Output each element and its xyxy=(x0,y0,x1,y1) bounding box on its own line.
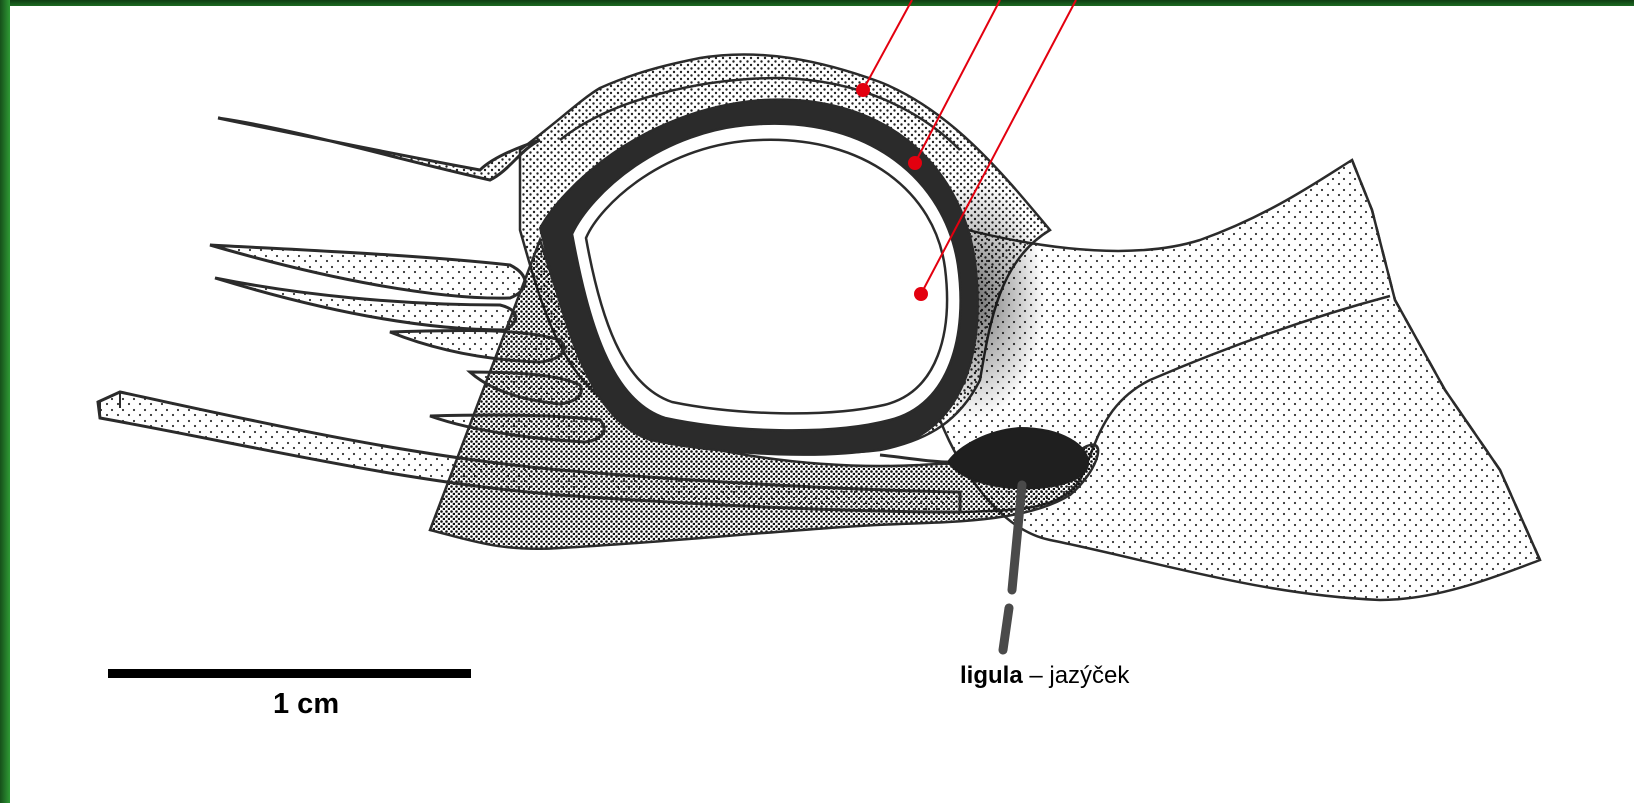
inner-cavity xyxy=(586,140,947,414)
pointer-dot-dark-ring xyxy=(908,156,922,170)
pointer-line-outer-layer xyxy=(863,0,912,90)
ligula-translation: jazýček xyxy=(1049,662,1129,689)
lamina-strip-upper xyxy=(218,118,540,180)
ligula-pointer-dash xyxy=(1003,608,1009,650)
scale-bar-label: 1 cm xyxy=(273,688,339,721)
pointer-dot-outer-layer xyxy=(856,83,870,97)
lamina-finger-3 xyxy=(390,330,564,362)
scale-bar xyxy=(108,669,471,678)
pointer-dot-inner-cavity xyxy=(914,287,928,301)
ligula-separator: – xyxy=(1029,662,1042,689)
ligula-term: ligula xyxy=(960,662,1023,689)
ligula-stalk xyxy=(880,455,948,462)
ligula-label: ligula – jazýček xyxy=(960,662,1129,690)
